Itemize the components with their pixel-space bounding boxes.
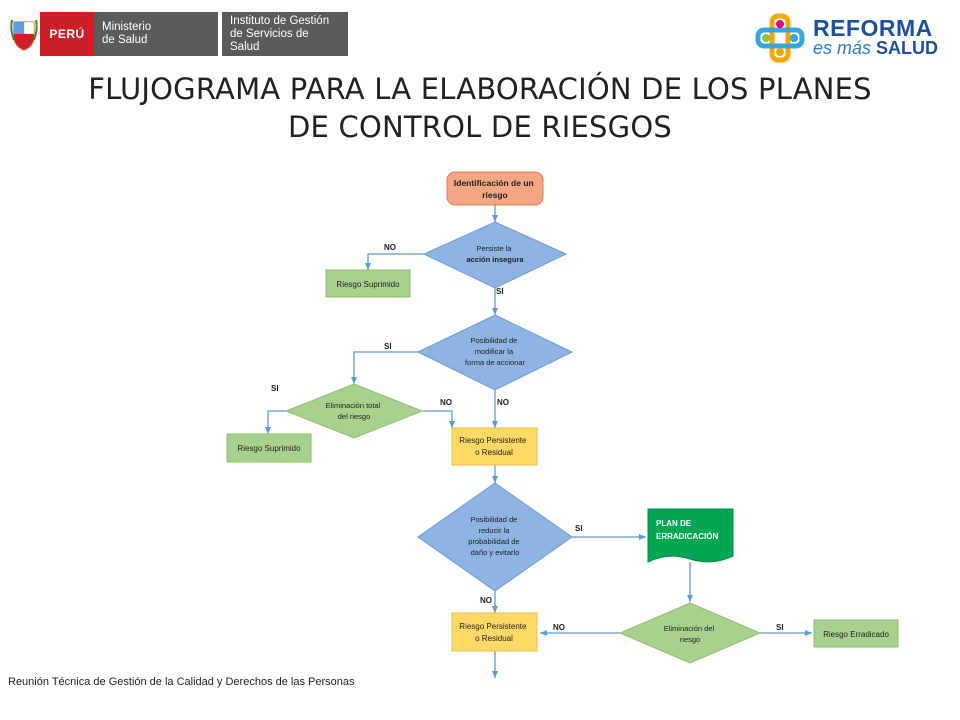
decision-eliminacion-total — [284, 383, 424, 439]
label-si-2: SI — [384, 342, 392, 351]
d5-text-1: Eliminación del — [664, 624, 715, 633]
svg-text:PLAN DE ERRADICACIÓN: PLAN DE ERRADICACIÓN — [656, 519, 718, 541]
riesgo-suprimido-2 — [226, 433, 312, 463]
coat-of-arms-icon — [8, 12, 40, 56]
persistente-2-text-1: Riesgo Persistente — [459, 622, 527, 631]
d1-text-1: Persiste la — [476, 244, 512, 253]
svg-text:Riesgo Persistente o Resid: Riesgo Persistente o Residual — [459, 622, 528, 643]
d1-text-2: acción insegura — [466, 255, 524, 264]
footer-text: Reunión Técnica de Gestión de la Calidad… — [8, 676, 355, 688]
reforma-salud: SALUD — [876, 38, 938, 58]
decision-modificar — [416, 314, 574, 391]
decision-persiste — [422, 221, 568, 289]
label-no-2: NO — [497, 398, 509, 407]
d2-text-2: modificar la — [475, 347, 514, 356]
svg-text:Eliminación total del rie: Eliminación total del riesgo — [326, 401, 383, 421]
decision-eliminacion-riesgo — [618, 602, 762, 664]
riesgo-suprimido-1 — [325, 269, 411, 298]
start-node — [446, 171, 544, 206]
riesgo-persistente-2 — [451, 612, 538, 652]
riesgo-suprimido-1-text: Riesgo Suprimido — [336, 280, 400, 289]
d5-text-2: riesgo — [680, 635, 700, 644]
start-text-2: riesgo — [482, 190, 508, 200]
plan-text-2: ERRADICACIÓN — [656, 532, 718, 541]
svg-text:Riesgo Persistente o Resid: Riesgo Persistente o Residual — [459, 436, 528, 457]
persistente-1-text-2: o Residual — [475, 448, 513, 457]
riesgo-suprimido-2-text: Riesgo Suprimido — [237, 444, 301, 453]
label-no-4: NO — [480, 596, 492, 605]
persistente-1-text-1: Riesgo Persistente — [459, 436, 527, 445]
reforma-logo: REFORMA es más SALUD — [753, 12, 938, 64]
d4-text-2: reducir la — [479, 526, 511, 535]
d4-text-4: daño y evitarlo — [471, 548, 520, 557]
svg-text:Posibilidad de reducir la: Posibilidad de reducir la probabilidad d… — [468, 515, 521, 557]
riesgo-erradicado — [813, 619, 899, 648]
decision-reducir — [417, 482, 573, 592]
svg-text:Persiste la acción insegu: Persiste la acción insegura — [466, 244, 524, 264]
svg-text:Identificación de un riesg: Identificación de un riesgo — [454, 178, 536, 200]
d4-text-3: probabilidad de — [468, 537, 519, 546]
plan-erradicacion — [647, 508, 734, 563]
label-no-3: NO — [440, 398, 452, 407]
d3-text-1: Eliminación total — [326, 401, 381, 410]
start-text-1: Identificación de un — [454, 178, 534, 188]
label-no-1: NO — [384, 243, 396, 252]
label-no-5: NO — [553, 623, 565, 632]
d2-text-3: forma de accionar — [465, 358, 526, 367]
peru-label: PERÚ — [40, 12, 94, 56]
reforma-cross-icon — [755, 13, 805, 63]
label-si-1: SI — [496, 287, 504, 296]
label-si-3: SI — [271, 384, 279, 393]
riesgo-erradicado-text: Riesgo Erradicado — [823, 630, 889, 639]
d4-text-1: Posibilidad de — [471, 515, 518, 524]
svg-text:Posibilidad de modificar: Posibilidad de modificar la forma de acc… — [465, 336, 526, 367]
label-si-4: SI — [575, 524, 583, 533]
persistente-2-text-2: o Residual — [475, 634, 513, 643]
d2-text-1: Posibilidad de — [471, 336, 518, 345]
label-si-5: SI — [776, 623, 784, 632]
reforma-es: es más — [812, 38, 871, 58]
riesgo-persistente-1 — [451, 427, 538, 466]
reforma-title: REFORMA — [812, 15, 933, 41]
svg-text:Eliminación del riesgo: Eliminación del riesgo — [664, 624, 717, 644]
plan-text-1: PLAN DE — [656, 519, 692, 528]
page-title: FLUJOGRAMA PARA LA ELABORACIÓN DE LOS PL… — [88, 72, 872, 144]
d3-text-2: del riesgo — [338, 412, 371, 421]
